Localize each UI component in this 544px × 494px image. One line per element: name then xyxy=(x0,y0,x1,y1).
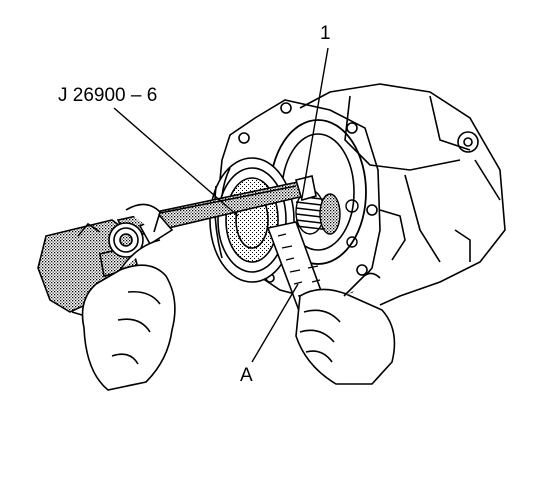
item-a-label: A xyxy=(240,365,253,386)
leader-lines xyxy=(113,47,329,363)
caliper-head xyxy=(37,215,174,319)
leader-item-1 xyxy=(301,47,329,199)
spring-shim-assembly xyxy=(295,189,359,248)
tool-number-label: J 26900 – 6 xyxy=(58,85,158,106)
left-hand xyxy=(81,203,176,391)
right-hand xyxy=(295,272,396,385)
leader-item-a xyxy=(251,283,299,363)
item-1-label: 1 xyxy=(320,23,331,44)
transmission-housing xyxy=(299,83,506,306)
leader-tool xyxy=(113,107,239,217)
